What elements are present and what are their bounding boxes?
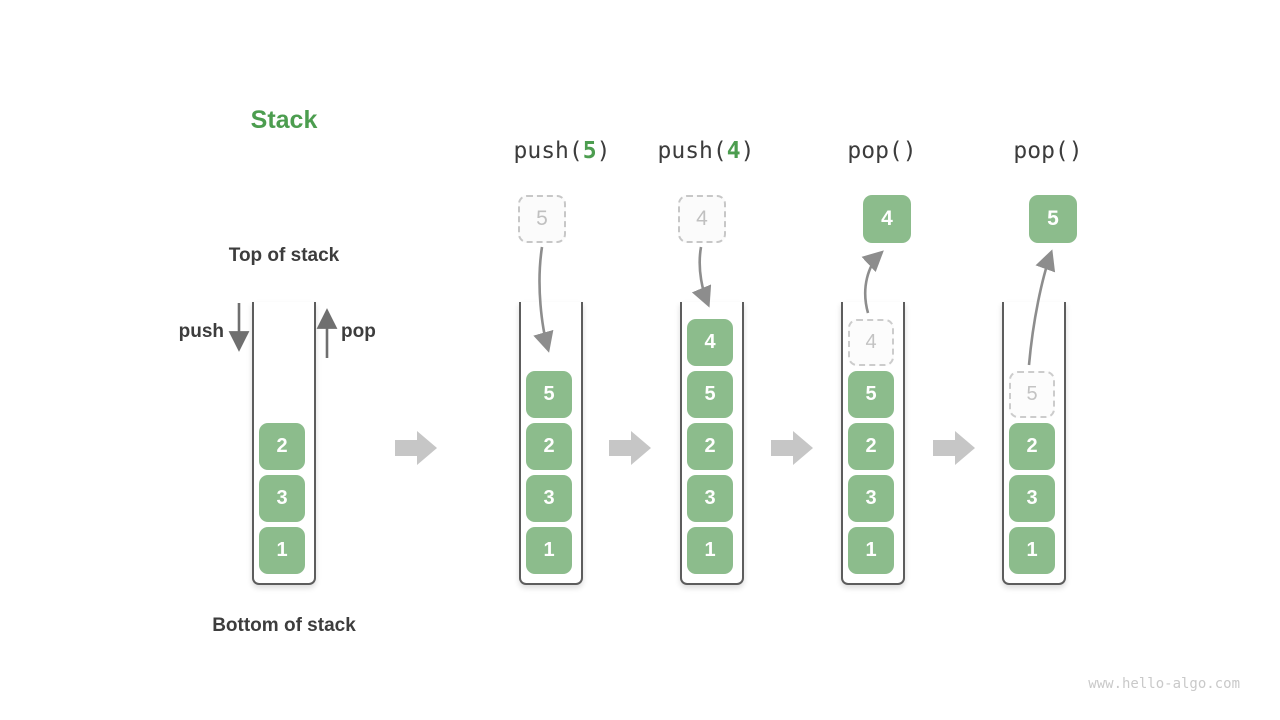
op-text: pop() — [847, 138, 917, 164]
stack-item: 3 — [687, 475, 733, 522]
stack-item: 1 — [526, 527, 572, 574]
op-text: ) — [596, 138, 611, 164]
watermark: www.hello-algo.com — [1088, 676, 1240, 692]
stack-item: 3 — [1009, 475, 1055, 522]
incoming-value-box: 5 — [518, 195, 566, 243]
push-label: push — [178, 321, 224, 342]
stack-item: 4 — [687, 319, 733, 366]
stack-item: 3 — [848, 475, 894, 522]
stack-item: 2 — [259, 423, 305, 470]
op-text: push( — [513, 138, 583, 164]
op-text: pop() — [1013, 138, 1083, 164]
op-arg: 5 — [582, 138, 597, 164]
step-arrow-icon — [771, 431, 813, 465]
bottom-of-stack-label: Bottom of stack — [212, 615, 356, 636]
stack-well-after-pop4: 4 5 2 3 1 — [841, 302, 905, 585]
op-arg: 4 — [726, 138, 741, 164]
diagram-title: Stack — [250, 106, 318, 134]
operation-label-push4: push(4) — [606, 138, 806, 164]
push-motion-arrow-icon — [691, 246, 712, 308]
stack-item: 2 — [1009, 423, 1055, 470]
incoming-value-box: 4 — [678, 195, 726, 243]
stack-item: 1 — [687, 527, 733, 574]
top-of-stack-label: Top of stack — [228, 245, 340, 266]
operation-label-push5: push(5) — [462, 138, 662, 164]
stack-well-after-push5: 5 2 3 1 — [519, 302, 583, 585]
stack-well-after-push4: 4 5 2 3 1 — [680, 302, 744, 585]
popped-value-box: 4 — [863, 195, 911, 243]
operation-label-pop-1: pop() — [782, 138, 982, 164]
stack-well-initial: 2 3 1 — [252, 302, 316, 585]
stack-item: 5 — [687, 371, 733, 418]
step-arrow-icon — [395, 431, 437, 465]
stack-item-ghost: 5 — [1009, 371, 1055, 418]
stack-item: 3 — [259, 475, 305, 522]
popped-value-box: 5 — [1029, 195, 1077, 243]
stack-item: 1 — [259, 527, 305, 574]
step-arrow-icon — [933, 431, 975, 465]
stack-item: 2 — [687, 423, 733, 470]
stack-item: 1 — [1009, 527, 1055, 574]
stack-well-after-pop5: 5 2 3 1 — [1002, 302, 1066, 585]
stack-item: 2 — [848, 423, 894, 470]
operation-label-pop-2: pop() — [948, 138, 1148, 164]
pop-label: pop — [341, 321, 376, 342]
stack-item: 3 — [526, 475, 572, 522]
stack-item: 5 — [526, 371, 572, 418]
stack-item-ghost: 4 — [848, 319, 894, 366]
stack-item: 1 — [848, 527, 894, 574]
op-text: ) — [740, 138, 755, 164]
stack-item: 2 — [526, 423, 572, 470]
op-text: push( — [657, 138, 727, 164]
stack-item: 5 — [848, 371, 894, 418]
step-arrow-icon — [609, 431, 651, 465]
